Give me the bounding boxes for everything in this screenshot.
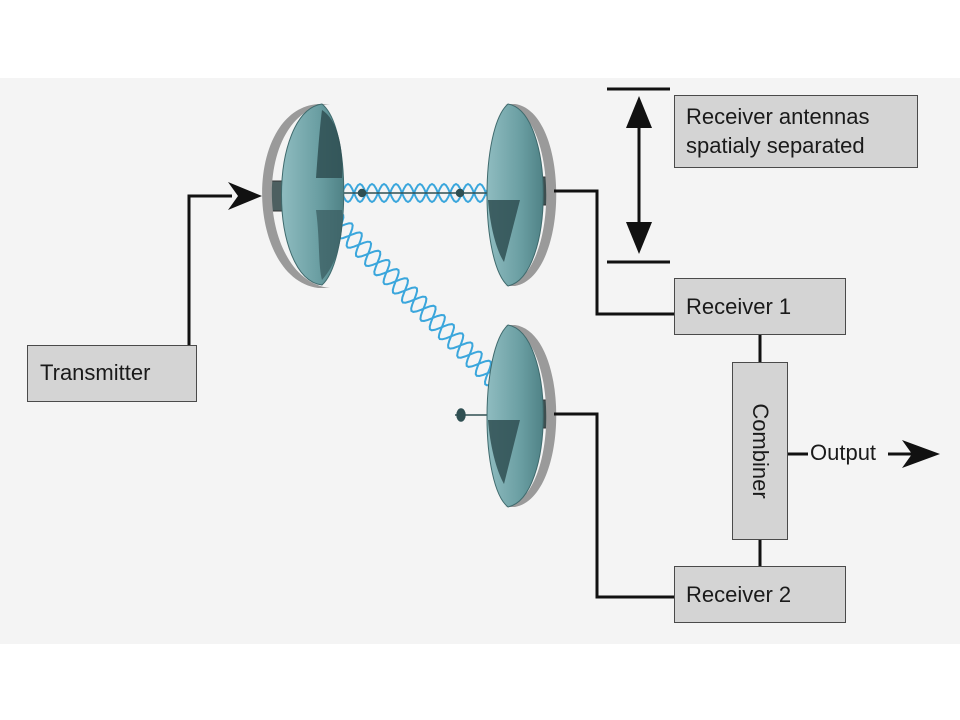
transmitter-box: Transmitter [27,345,197,402]
annotation-line-1: Receiver antennas [686,104,870,129]
radio-wave-icon [317,182,509,390]
wave-axis [318,188,505,422]
transmitter-label: Transmitter [40,360,151,385]
receiver-links [554,189,762,599]
separation-arrow-icon [607,87,670,264]
transmitter-feed-arrow [187,182,262,345]
receiver-2-box: Receiver 2 [674,566,846,623]
receiver-1-label: Receiver 1 [686,294,792,319]
output-label: Output [810,440,877,465]
receiver-2-label: Receiver 2 [686,582,792,607]
transmit-dish-icon [262,103,345,288]
combiner-label: Combiner [748,403,773,499]
receive-dish-icon [486,103,557,287]
annotation-line-2: spatialy separated [686,133,865,158]
annotation-box: Receiver antennas spatialy separated [674,95,918,168]
receiver-1-box: Receiver 1 [674,278,846,335]
receive-dish-icon [486,324,557,508]
output-arrow-icon [788,440,940,468]
combiner-box: Combiner [732,362,788,540]
